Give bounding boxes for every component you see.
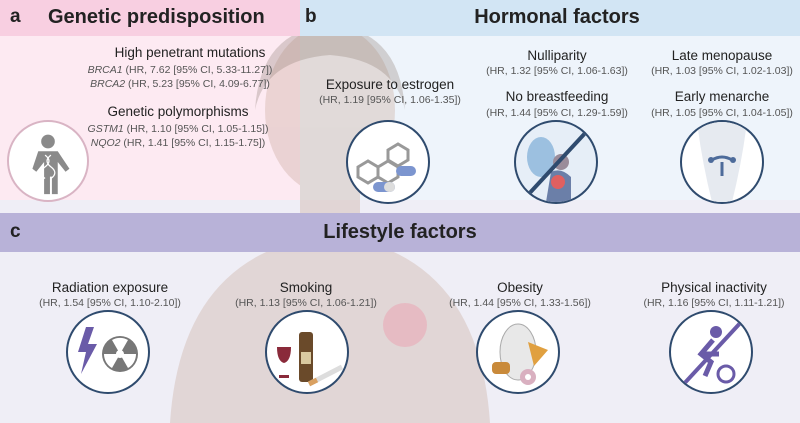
factor-name: Smoking — [279, 280, 333, 295]
factor-hr: (HR, 1.19 [95% CI, 1.06-1.35]) — [319, 94, 461, 106]
estrogen-pills-icon — [346, 120, 430, 204]
factor-name: No breastfeeding — [505, 89, 609, 104]
gene-row: BRCA2 (HR, 5.23 [95% CI, 4.09-6.77]) — [90, 78, 270, 90]
gene-row: BRCA1 (HR, 7.62 [95% CI, 5.33-11.27]) — [87, 64, 273, 76]
factor-name: Nulliparity — [527, 48, 587, 63]
factor-name: Physical inactivity — [661, 280, 767, 295]
genetic-title: Genetic predisposition — [48, 6, 265, 28]
radiation-icon — [66, 310, 150, 394]
gene-row: GSTM1 (HR, 1.10 [95% CI, 1.05-1.15]) — [87, 123, 269, 135]
genetic-header — [0, 0, 300, 36]
factor-name: Obesity — [497, 280, 543, 295]
person-dna-icon — [7, 120, 89, 202]
panel-letter-b: b — [305, 6, 317, 27]
lifestyle-header — [0, 213, 800, 252]
panel-letter-a: a — [10, 6, 21, 27]
group-heading: Genetic polymorphisms — [107, 104, 249, 119]
factor-hr: (HR, 1.32 [95% CI, 1.06-1.63]) — [486, 65, 628, 77]
hormonal-title: Hormonal factors — [474, 6, 640, 28]
factor-hr: (HR, 1.54 [95% CI, 1.10-2.10]) — [39, 297, 181, 309]
no-exercise-icon — [669, 310, 753, 394]
factor-hr: (HR, 1.44 [95% CI, 1.33-1.56]) — [449, 297, 591, 309]
factor-name: Exposure to estrogen — [325, 77, 455, 92]
obesity-icon — [476, 310, 560, 394]
group-heading: High penetrant mutations — [114, 45, 266, 60]
lifestyle-title: Lifestyle factors — [323, 221, 477, 243]
factor-hr: (HR, 1.05 [95% CI, 1.04-1.05]) — [651, 107, 793, 119]
hormonal-header — [300, 0, 800, 36]
factor-name: Late menopause — [671, 48, 773, 63]
factor-name: Radiation exposure — [51, 280, 169, 295]
uterus-icon — [680, 120, 764, 204]
factor-hr: (HR, 1.44 [95% CI, 1.29-1.59]) — [486, 107, 628, 119]
factor-hr: (HR, 1.03 [95% CI, 1.02-1.03]) — [651, 65, 793, 77]
smoking-alcohol-icon — [265, 310, 349, 394]
gene-row: NQO2 (HR, 1.41 [95% CI, 1.15-1.75]) — [90, 137, 266, 149]
no-breastfeeding-icon — [514, 120, 598, 204]
factor-name: Early menarche — [674, 89, 770, 104]
factor-hr: (HR, 1.16 [95% CI, 1.11-1.21]) — [643, 297, 785, 309]
panel-letter-c: c — [10, 221, 21, 242]
factor-hr: (HR, 1.13 [95% CI, 1.06-1.21]) — [235, 297, 377, 309]
